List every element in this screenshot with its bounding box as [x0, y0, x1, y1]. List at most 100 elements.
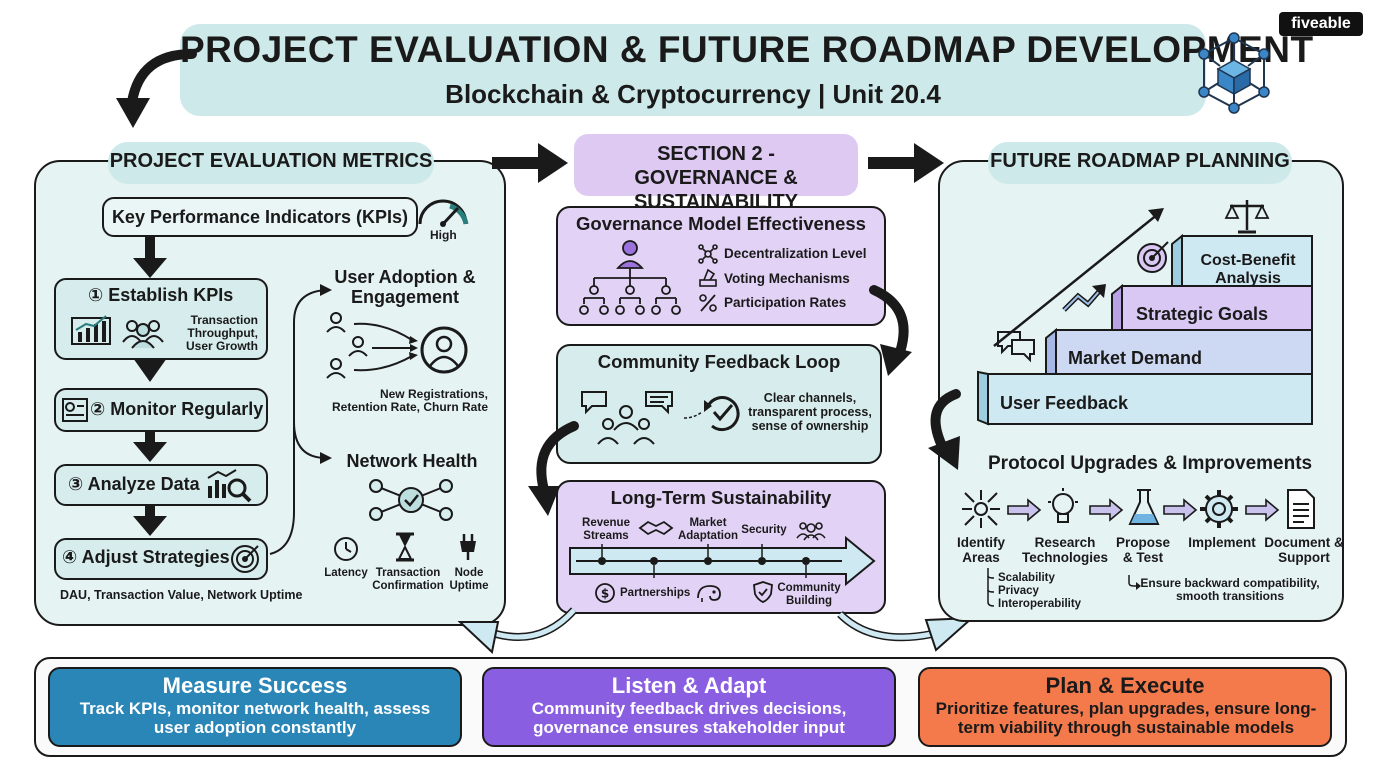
users-group-icon: [122, 320, 164, 349]
return-arrow-icon: [1128, 575, 1141, 590]
phase-propose-test: Propose & Test: [1115, 535, 1170, 565]
stair-user-feedback: User Feedback: [1000, 393, 1129, 413]
left-footer-metrics: DAU, Transaction Value, Network Uptime: [60, 588, 303, 602]
curved-arrow-icon: [116, 49, 197, 128]
user-adoption-title: User Adoption & Engagement: [334, 267, 476, 307]
speech-bubble-icon: [997, 331, 1035, 363]
metric-latency: Latency: [324, 567, 368, 579]
feedback-curve-arrows: [457, 607, 975, 654]
timeline-revenue-streams: Revenue Streams: [582, 517, 630, 542]
network-node-icon: [369, 479, 453, 521]
blockchain-network-icon: [1198, 32, 1270, 114]
summary-listen-adapt-title: Listen & Adapt: [611, 673, 767, 698]
chameleon-icon: [697, 585, 721, 602]
decentralize-icon: [698, 244, 718, 264]
flask-icon: [1128, 489, 1160, 525]
arrow-right-icon: [492, 143, 568, 183]
governance-item-decentralization: Decentralization Level: [724, 246, 867, 261]
percent-icon: [699, 294, 717, 312]
network-health-title: Network Health: [346, 451, 478, 471]
curved-arrow-icon: [928, 389, 961, 470]
vote-icon: [699, 268, 717, 287]
hourglass-icon: [396, 532, 414, 562]
timeline-market-adaptation: Market Adaptation: [677, 517, 739, 542]
balance-scale-icon: [1224, 200, 1270, 234]
step-analyze-data-label: ③ Analyze Data: [68, 474, 200, 494]
gear-icon: [1200, 490, 1238, 528]
plug-icon: [460, 534, 476, 560]
timeline-community-building: Community Building: [777, 582, 841, 607]
summary-measure-success: [48, 667, 462, 747]
summary-plan-execute: [918, 667, 1332, 747]
header-banner: [180, 24, 1206, 116]
stopwatch-icon: [334, 537, 358, 561]
middle-section-title: SECTION 2 - GOVERNANCE & SUSTAINABILITY: [633, 143, 799, 213]
arrow-right-icon: [868, 143, 944, 183]
curved-arrow-icon: [528, 421, 579, 516]
step-adjust-strategies-label: ④ Adjust Strategies: [62, 547, 230, 567]
summary-plan-execute-title: Plan & Execute: [1045, 673, 1205, 698]
timeline-partnerships: Partnerships: [620, 587, 691, 599]
governance-box: [556, 206, 886, 326]
curved-arrow-icon: [869, 285, 912, 376]
magnify-chart-icon: [207, 469, 252, 503]
phase-implement: Implement: [1188, 535, 1256, 550]
trend-up-icon: [1062, 284, 1106, 312]
phase-document-support: Document & Support: [1264, 535, 1344, 565]
compatibility-note: Ensure backward compatibility, smooth tr…: [1140, 576, 1320, 604]
page-title: PROJECT EVALUATION & FUTURE ROADMAP DEVE…: [180, 29, 1314, 70]
sub-area-scalability: Scalability: [998, 572, 1055, 584]
growth-chart-icon: [71, 315, 111, 345]
handshake-icon: [638, 520, 674, 536]
governance-item-participation: Participation Rates: [724, 295, 847, 310]
timeline-arrow: [569, 535, 876, 587]
summary-measure-success-title: Measure Success: [162, 673, 348, 698]
step-establish-kpis-note: Transaction Throughput, User Growth: [185, 313, 258, 354]
user-adoption-note: New Registrations, Retention Rate, Churn…: [332, 387, 489, 415]
connector-bracket: [269, 284, 332, 555]
governance-item-voting: Voting Mechanisms: [724, 271, 850, 286]
stair-cost-benefit: Cost-Benefit Analysis: [1200, 252, 1296, 287]
summary-measure-success-text: Track KPIs, monitor network health, asse…: [79, 699, 431, 737]
step-monitor-regularly-label: ② Monitor Regularly: [90, 399, 264, 419]
phase-arrows: [1007, 498, 1280, 522]
stair-strategic-goals: Strategic Goals: [1136, 304, 1269, 324]
step-monitor-regularly: [54, 388, 268, 432]
user-adoption-icon: [326, 312, 468, 379]
community-feedback-box: [556, 344, 882, 464]
gauge-icon: [418, 199, 469, 227]
phase-identify-areas: Identify Areas: [956, 535, 1005, 565]
timeline-security: Security: [741, 524, 787, 536]
sub-area-privacy: Privacy: [998, 585, 1039, 597]
kpi-box: Key Performance Indicators (KPIs): [102, 197, 418, 237]
expand-areas-icon: [962, 490, 1000, 528]
left-panel-title: PROJECT EVALUATION METRICS: [108, 142, 434, 184]
right-panel-title: FUTURE ROADMAP PLANNING: [988, 142, 1292, 184]
gauge-label: High: [430, 228, 457, 242]
governance-title: Governance Model Effectiveness: [576, 213, 866, 234]
sub-area-interoperability: Interoperability: [998, 598, 1082, 610]
monitor-dashboard-icon: [62, 398, 88, 422]
step-establish-kpis-label: ① Establish KPIs: [88, 285, 234, 305]
svg-text:$: $: [601, 587, 609, 601]
community-feedback-title: Community Feedback Loop: [597, 351, 841, 372]
shield-check-icon: [753, 581, 773, 603]
middle-section-title-bg: [574, 134, 858, 196]
summary-listen-adapt: [482, 667, 896, 747]
protocol-upgrades-title: Protocol Upgrades & Improvements: [988, 453, 1313, 474]
summary-plan-execute-text: Prioritize features, plan upgrades, ensu…: [935, 699, 1317, 737]
sustainability-title: Long-Term Sustainability: [610, 487, 832, 508]
document-icon: [1287, 489, 1315, 529]
stair-market-demand: Market Demand: [1068, 348, 1203, 368]
dollar-icon: $: [595, 583, 615, 603]
team-icon: [796, 522, 826, 541]
summary-listen-adapt-text: Community feedback drives decisions, gov…: [531, 699, 847, 737]
brand-logo[interactable]: fiveable: [1279, 12, 1363, 36]
page-subtitle: Blockchain & Cryptocurrency | Unit 20.4: [445, 79, 941, 109]
community-chat-icon: [581, 391, 673, 445]
phase-research-technologies: Research Technologies: [1021, 535, 1108, 565]
target-icon: [231, 545, 259, 573]
metric-transaction-confirmation: Transaction Confirmation: [372, 567, 444, 592]
roadmap-staircase: [977, 208, 1313, 426]
lightbulb-icon: [1048, 488, 1078, 523]
